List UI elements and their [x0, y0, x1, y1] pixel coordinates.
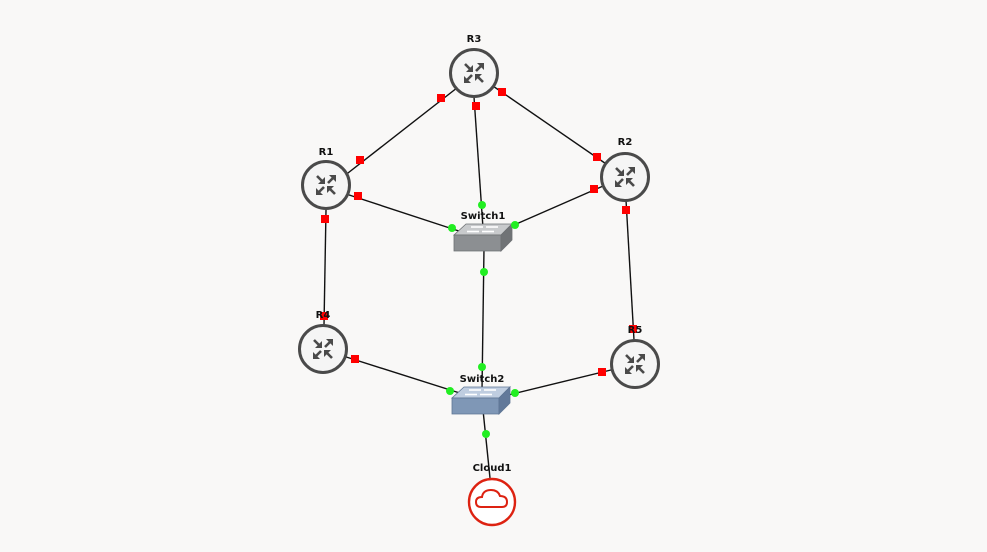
- port-switch1-to-r3[interactable]: [478, 201, 486, 209]
- router-r3[interactable]: [449, 48, 499, 98]
- router-r5[interactable]: [610, 339, 660, 389]
- port-r5-to-r2[interactable]: [629, 325, 637, 333]
- label-r5: R5: [628, 325, 643, 336]
- router-r4[interactable]: [298, 324, 348, 374]
- port-markers-up: [446, 201, 519, 438]
- port-r2-to-r3[interactable]: [593, 153, 601, 161]
- port-switch2-to-cloud1[interactable]: [482, 430, 490, 438]
- router-r2[interactable]: [600, 152, 650, 202]
- label-r2: R2: [618, 137, 633, 148]
- switch-switch2[interactable]: [450, 386, 511, 415]
- port-switch2-to-r4[interactable]: [446, 387, 454, 395]
- port-r3-to-switch1[interactable]: [472, 102, 480, 110]
- switch-icon: [450, 386, 511, 415]
- switch-switch1[interactable]: [452, 223, 513, 252]
- link-r3-r2[interactable]: [489, 83, 613, 169]
- port-r1-to-r4[interactable]: [321, 215, 329, 223]
- router-r1[interactable]: [301, 160, 351, 210]
- port-r4-to-switch2[interactable]: [351, 355, 359, 363]
- port-switch1-to-switch2[interactable]: [480, 268, 488, 276]
- label-r4: R4: [316, 310, 331, 321]
- link-r5-switch2[interactable]: [499, 368, 616, 398]
- port-r1-to-r3[interactable]: [356, 156, 364, 164]
- links: [323, 83, 635, 479]
- label-cloud1: Cloud1: [473, 463, 512, 474]
- port-r3-to-r2[interactable]: [498, 88, 506, 96]
- port-r1-to-switch1[interactable]: [354, 192, 362, 200]
- port-r4-to-r1[interactable]: [320, 312, 328, 320]
- port-r2-to-switch1[interactable]: [590, 185, 598, 193]
- label-switch1: Switch1: [461, 211, 506, 222]
- port-r5-to-switch2[interactable]: [598, 368, 606, 376]
- node-labels: R3 R1 R2 R4 R5 Switch1 Switch2 Cloud1: [316, 34, 643, 474]
- port-r2-to-r5[interactable]: [622, 206, 630, 214]
- label-switch2: Switch2: [460, 374, 505, 385]
- cloud-icon: [474, 488, 509, 508]
- port-switch1-to-r1[interactable]: [448, 224, 456, 232]
- link-r1-r4[interactable]: [323, 209, 327, 326]
- port-switch2-to-switch1[interactable]: [478, 363, 486, 371]
- label-r1: R1: [319, 147, 334, 158]
- port-switch2-to-r5[interactable]: [511, 389, 519, 397]
- link-r2-r5[interactable]: [625, 199, 635, 341]
- link-r4-switch2[interactable]: [339, 354, 467, 396]
- port-markers-down: [320, 88, 637, 376]
- port-r3-to-r1[interactable]: [437, 94, 445, 102]
- link-switch2-cloud1[interactable]: [482, 409, 491, 479]
- switch-icon: [452, 223, 513, 252]
- cloud-cloud1[interactable]: [467, 477, 517, 527]
- port-switch1-to-r2[interactable]: [511, 221, 519, 229]
- label-r3: R3: [467, 34, 482, 45]
